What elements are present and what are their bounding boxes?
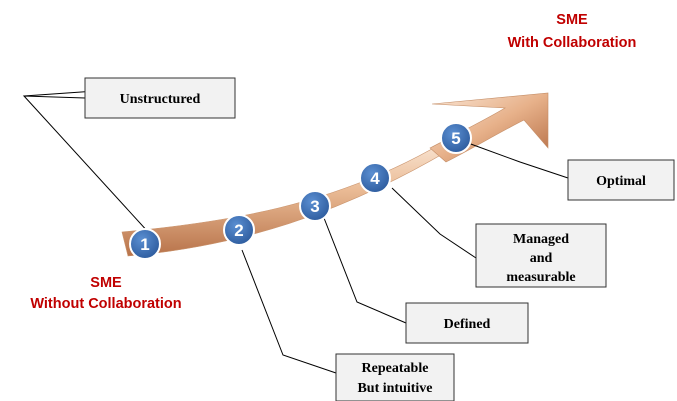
stage-label-2-line2: But intuitive (357, 381, 432, 396)
stage-label-4-line2: and (530, 251, 553, 266)
stage-label-1: Unstructured (120, 92, 201, 107)
stage-marker-3: 3 (299, 190, 331, 222)
stage-marker-1: 1 (129, 228, 161, 260)
leader-line-5 (467, 142, 569, 179)
stage-label-2-line1: Repeatable (362, 361, 429, 376)
stage-marker-2: 2 (223, 214, 255, 246)
stage-box-1: Unstructured (84, 77, 236, 119)
stage-box-5: Optimal (567, 159, 675, 201)
stage-box-4: Managed and measurable (475, 223, 607, 288)
sme-bottom-line1: SME (90, 275, 122, 291)
sme-top-line1: SME (556, 12, 588, 28)
stage-label-5: Optimal (596, 174, 646, 189)
sme-bottom-line2: Without Collaboration (30, 296, 181, 312)
stage-number-5: 5 (451, 129, 460, 148)
sme-without-collaboration: SME Without Collaboration (30, 275, 181, 312)
stage-number-3: 3 (310, 197, 319, 216)
stage-box-2: Repeatable But intuitive (335, 353, 455, 401)
stage-label-4-line1: Managed (513, 232, 569, 247)
stage-number-4: 4 (370, 169, 380, 188)
stage-marker-5: 5 (440, 122, 472, 154)
stage-label-4-line3: measurable (506, 270, 575, 285)
leader-line-3 (323, 217, 407, 324)
leader-line-4 (391, 187, 477, 259)
sme-with-collaboration: SME With Collaboration (508, 12, 637, 51)
stage-label-3: Defined (444, 317, 491, 332)
stage-marker-4: 4 (359, 162, 391, 194)
sme-top-line2: With Collaboration (508, 35, 637, 51)
stage-number-1: 1 (140, 235, 149, 254)
stage-number-2: 2 (234, 221, 243, 240)
leader-line-2 (241, 249, 337, 374)
stage-box-3: Defined (405, 302, 529, 344)
